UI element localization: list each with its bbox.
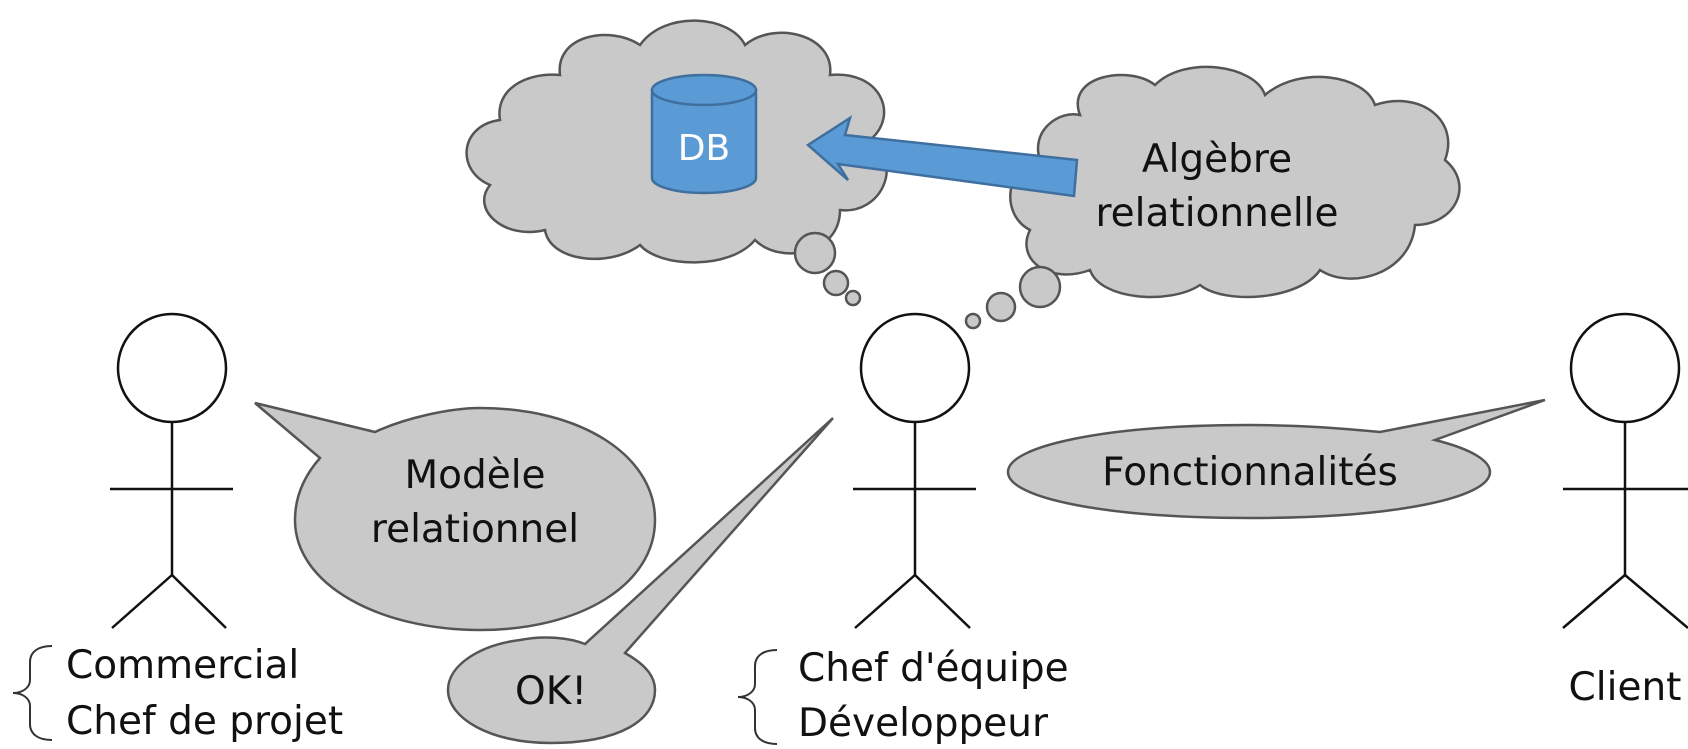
db-label: DB: [678, 128, 730, 169]
right-role-client: Client: [1569, 665, 1682, 710]
actor-middle: [853, 312, 976, 629]
middle-role-chef-equipe: Chef d'équipe: [798, 646, 1069, 691]
arrow-to-db: [805, 115, 1079, 198]
algebra-line1: Algèbre: [1142, 137, 1292, 182]
features-speech-bubble: Fonctionnalités: [1006, 398, 1546, 520]
left-role-brace: [12, 645, 53, 741]
algebra-line2: relationnelle: [1096, 191, 1339, 236]
features-label: Fonctionnalités: [1102, 450, 1398, 495]
database-cylinder-icon: DB: [650, 73, 758, 195]
middle-role-brace: [737, 649, 778, 745]
model-speech-bubble: Modèle relationnel: [254, 401, 657, 632]
ok-speech-bubble: OK!: [446, 417, 834, 745]
left-role-commercial: Commercial: [66, 643, 299, 688]
model-line2: relationnel: [371, 507, 579, 552]
ok-label: OK!: [515, 669, 587, 714]
algebra-thought-cloud: Algèbre relationnelle: [964, 65, 1461, 330]
left-role-chef-projet: Chef de projet: [66, 699, 343, 744]
model-line1: Modèle: [404, 453, 545, 498]
actor-left: [110, 312, 233, 629]
middle-role-developpeur: Développeur: [798, 701, 1049, 746]
actor-right: [1562, 312, 1688, 629]
